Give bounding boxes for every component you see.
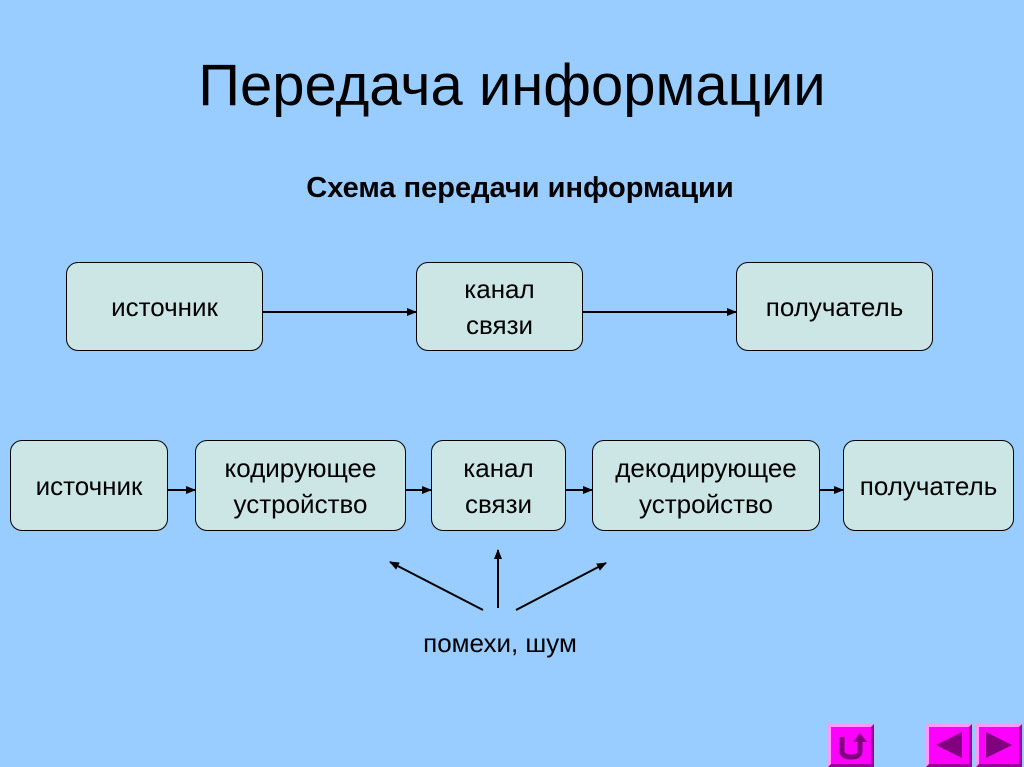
decoder-label-line2: устройство [639, 488, 773, 519]
decoder-label-line1: декодирующее [615, 452, 797, 483]
decoder-box: декодирующее устройство [592, 440, 820, 531]
return-icon [839, 733, 867, 760]
return-button[interactable] [828, 724, 874, 767]
simple-channel-box: канал связи [416, 262, 583, 351]
slide-title: Передача информации [198, 53, 826, 118]
noise-arrow-left [389, 561, 484, 611]
encoder-label-line1: кодирующее [224, 452, 377, 483]
noise-label: помехи, шум [423, 628, 577, 658]
encoder-label-line2: устройство [233, 488, 368, 519]
detailed-source-box: источник [10, 440, 168, 531]
simple-receiver-box: получатель [736, 262, 933, 351]
encoder-box: кодирующее устройство [195, 440, 406, 531]
simple-channel-label-line2: связи [465, 309, 534, 340]
previous-icon [936, 732, 962, 758]
simple-source-label: источник [111, 291, 218, 322]
detailed-source-label: источник [35, 470, 143, 501]
previous-slide-button[interactable] [926, 724, 972, 767]
detailed-channel-label-line2: связи [464, 488, 533, 519]
next-slide-button[interactable] [976, 724, 1022, 767]
noise-arrow-right [515, 562, 607, 611]
simple-source-box: источник [66, 262, 263, 351]
detailed-receiver-label: получатель [859, 470, 998, 501]
slide-subtitle: Схема передачи информации [306, 172, 734, 204]
detailed-channel-label-line1: канал [463, 452, 534, 483]
simple-channel-label-line1: канал [464, 273, 535, 304]
detailed-receiver-box: получатель [843, 440, 1014, 531]
simple-receiver-label: получатель [765, 291, 904, 322]
detailed-channel-box: канал связи [431, 440, 566, 531]
next-icon [986, 732, 1012, 758]
